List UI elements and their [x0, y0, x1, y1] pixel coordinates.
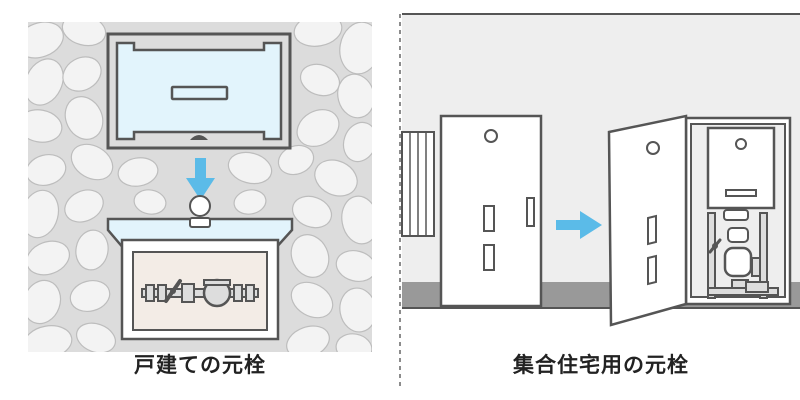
meter-box-open	[106, 195, 294, 341]
apartment-panel	[401, 13, 800, 327]
valve-icon	[164, 279, 182, 303]
valve-icon	[708, 238, 722, 254]
meter-cabinet	[684, 116, 792, 306]
arrow-down-icon	[186, 158, 215, 200]
detached-house-panel	[28, 22, 372, 352]
water-meter-icon	[723, 227, 753, 278]
opened-door	[607, 114, 688, 327]
caption-apartment: 集合住宅用の元栓	[513, 353, 689, 377]
caption-detached-house: 戸建ての元栓	[134, 353, 266, 377]
meter-box-lid-top-view	[106, 32, 292, 150]
lid-key-hole	[190, 135, 208, 140]
wall-grille	[401, 131, 435, 237]
water-meter-icon	[141, 278, 259, 308]
closed-door	[439, 114, 543, 308]
arrow-right-icon	[556, 211, 602, 239]
lid-handle	[170, 85, 229, 101]
